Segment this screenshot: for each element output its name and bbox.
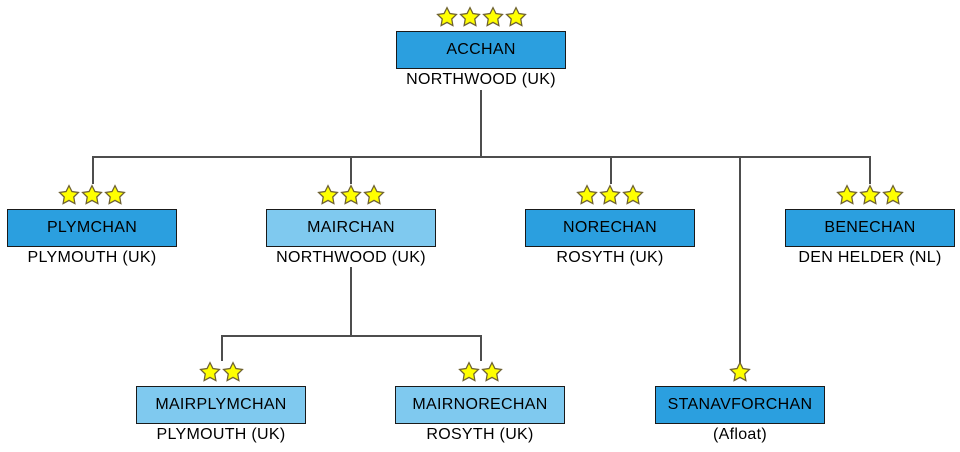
node-title: PLYMCHAN [46, 219, 138, 236]
node-location: DEN HELDER (NL) [798, 249, 942, 266]
node-title: ACCHAN [446, 41, 516, 58]
node-title: NORECHAN [563, 219, 657, 236]
connector-drop-norechan [610, 156, 612, 184]
org-node-stanavforchan: STANAVFORCHAN (Afloat) [655, 360, 825, 444]
connector-stem-mairchan [350, 267, 352, 336]
node-title: MAIRCHAN [307, 219, 395, 236]
org-node-mairchan: MAIRCHAN NORTHWOOD (UK) [266, 183, 436, 267]
node-location: PLYMOUTH (UK) [27, 249, 157, 266]
rank-stars-icon [198, 360, 244, 383]
rank-stars-icon [576, 183, 644, 206]
org-box-mairnorechan: MAIRNORECHAN [395, 386, 565, 424]
node-title: MAIRPLYMCHAN [155, 396, 287, 413]
connector-drop-mairplymchan [221, 335, 223, 361]
org-box-norechan: NORECHAN [525, 209, 695, 247]
org-box-stanavforchan: STANAVFORCHAN [655, 386, 825, 424]
rank-stars-icon [457, 360, 503, 383]
org-node-mairplymchan: MAIRPLYMCHAN PLYMOUTH (UK) [136, 360, 306, 444]
node-title: STANAVFORCHAN [667, 396, 813, 413]
org-node-norechan: NORECHAN ROSYTH (UK) [525, 183, 695, 267]
connector-drop-mairchan [350, 156, 352, 184]
org-box-benechan: BENECHAN [785, 209, 955, 247]
org-box-mairplymchan: MAIRPLYMCHAN [136, 386, 306, 424]
node-location: PLYMOUTH (UK) [156, 426, 286, 443]
node-title: MAIRNORECHAN [412, 396, 548, 413]
rank-stars-icon [435, 5, 527, 28]
org-box-plymchan: PLYMCHAN [7, 209, 177, 247]
node-location: ROSYTH (UK) [556, 249, 664, 266]
connector-drop-benechan [869, 156, 871, 184]
org-node-benechan: BENECHAN DEN HELDER (NL) [785, 183, 955, 267]
connector-drop-plymchan [92, 156, 94, 184]
connector-bar-level2 [92, 156, 871, 158]
connector-stem-acchan [480, 90, 482, 157]
node-location: (Afloat) [713, 426, 767, 443]
node-location: NORTHWOOD (UK) [276, 249, 426, 266]
org-box-mairchan: MAIRCHAN [266, 209, 436, 247]
org-box-acchan: ACCHAN [396, 31, 566, 69]
node-location: ROSYTH (UK) [426, 426, 534, 443]
rank-stars-icon [729, 360, 751, 383]
node-title: BENECHAN [824, 219, 916, 236]
rank-stars-icon [317, 183, 385, 206]
connector-drop-stanavforchan [739, 156, 741, 364]
rank-stars-icon [836, 183, 904, 206]
org-node-plymchan: PLYMCHAN PLYMOUTH (UK) [7, 183, 177, 267]
org-node-mairnorechan: MAIRNORECHAN ROSYTH (UK) [395, 360, 565, 444]
node-location: NORTHWOOD (UK) [406, 71, 556, 88]
connector-drop-mairnorechan [480, 335, 482, 361]
connector-bar-level3 [221, 335, 481, 337]
rank-stars-icon [58, 183, 126, 206]
org-node-acchan: ACCHAN NORTHWOOD (UK) [396, 5, 566, 89]
